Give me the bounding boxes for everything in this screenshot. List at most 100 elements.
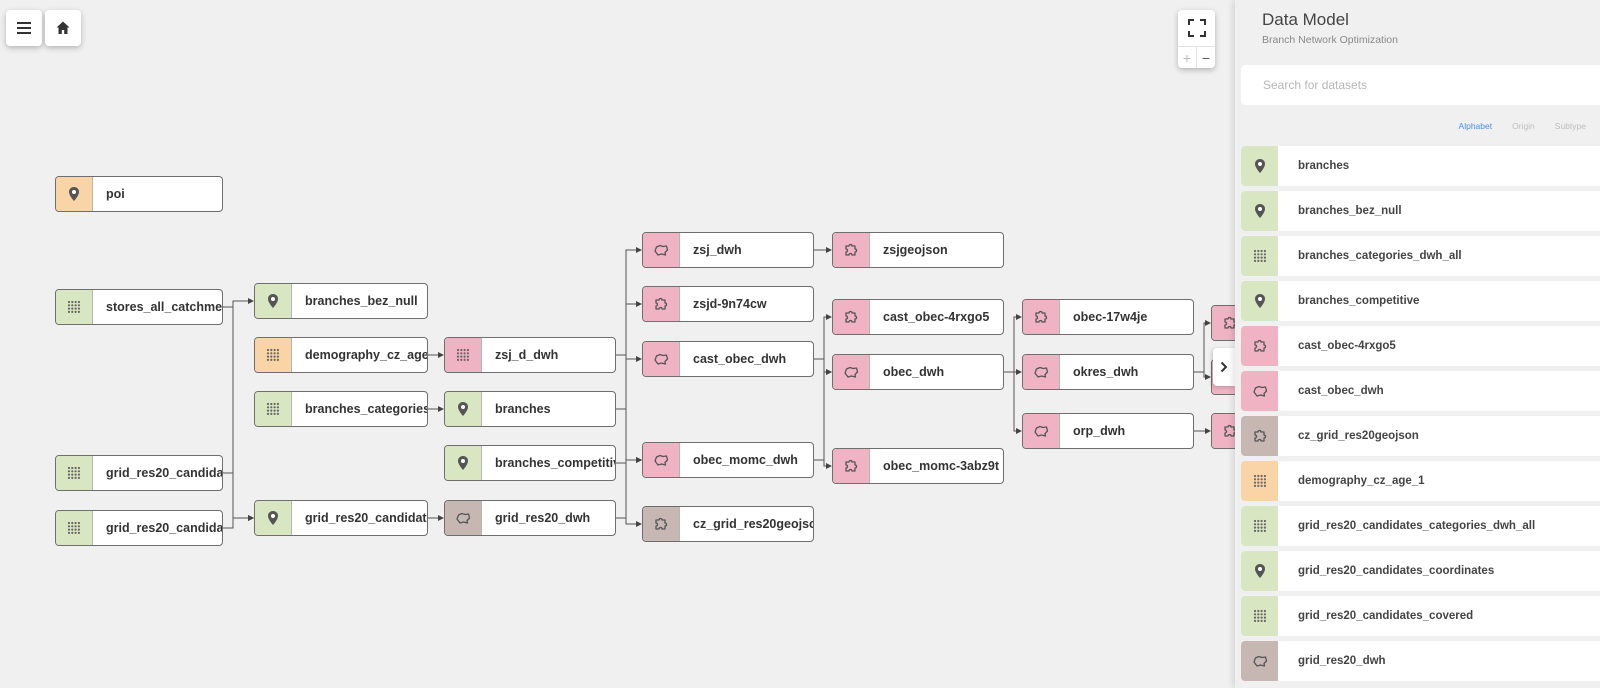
node-zsjd-9n74cw[interactable]: zsjd-9n74cw bbox=[642, 286, 814, 322]
node-label: grid_res20_candidate bbox=[106, 521, 222, 535]
dot-grid-icon bbox=[56, 290, 93, 324]
polygon-icon bbox=[643, 342, 680, 376]
node-grid-res20-candidate[interactable]: grid_res20_candidate bbox=[55, 510, 223, 546]
polygon-icon bbox=[1241, 641, 1278, 681]
zoom-control: + − bbox=[1178, 10, 1215, 68]
dataset-item[interactable]: grid_res20_candidates_coordinates bbox=[1241, 551, 1600, 591]
dot-grid-icon bbox=[445, 338, 482, 372]
dataset-item[interactable]: branches_competitive bbox=[1241, 281, 1600, 321]
node-branches-categories-[interactable]: branches_categories_ bbox=[254, 391, 428, 427]
node-grid-res20-candidate[interactable]: grid_res20_candidate bbox=[254, 500, 428, 536]
polygon-icon bbox=[833, 355, 870, 389]
dataset-search-input[interactable] bbox=[1241, 65, 1600, 105]
node-obec-17w4je[interactable]: obec-17w4je bbox=[1022, 299, 1194, 335]
node-cast-obec-4rxgo5[interactable]: cast_obec-4rxgo5 bbox=[832, 299, 1004, 335]
dataset-item[interactable]: branches_categories_dwh_all bbox=[1241, 236, 1600, 276]
node-grid-res20-dwh[interactable]: grid_res20_dwh bbox=[444, 500, 616, 536]
dot-grid-icon bbox=[1241, 236, 1278, 276]
home-button[interactable] bbox=[45, 10, 81, 46]
sort-alphabet[interactable]: Alphabet bbox=[1458, 121, 1493, 131]
home-icon bbox=[56, 21, 70, 34]
node-label: obec-17w4je bbox=[1073, 310, 1148, 324]
zoom-in-button[interactable]: + bbox=[1178, 47, 1197, 68]
node-label: cast_obec_dwh bbox=[693, 352, 787, 366]
node-label: zsjgeojson bbox=[883, 243, 948, 257]
map-pin-icon bbox=[445, 446, 482, 480]
sort-origin[interactable]: Origin bbox=[1512, 121, 1535, 131]
map-pin-icon bbox=[1241, 191, 1278, 231]
node-obec-dwh[interactable]: obec_dwh bbox=[832, 354, 1004, 390]
edge bbox=[814, 314, 832, 360]
node-label: zsj_dwh bbox=[693, 243, 742, 257]
node-label: obec_momc-3abz9t bbox=[883, 459, 1000, 473]
node-branches[interactable]: branches bbox=[444, 391, 616, 427]
puzzle-icon bbox=[1023, 300, 1060, 334]
dataset-label: cast_obec_dwh bbox=[1298, 385, 1384, 397]
edge bbox=[223, 306, 254, 521]
node-branches-bez-null[interactable]: branches_bez_null bbox=[254, 283, 428, 319]
dataset-item[interactable]: grid_res20_candidates_covered bbox=[1241, 596, 1600, 636]
dataset-label: cz_grid_res20geojson bbox=[1298, 430, 1419, 442]
chevron-right-icon bbox=[1220, 361, 1228, 373]
zoom-out-button[interactable]: − bbox=[1201, 50, 1211, 66]
node-label: branches_bez_null bbox=[305, 294, 418, 308]
collapse-panel-button[interactable] bbox=[1213, 348, 1235, 386]
map-pin-icon bbox=[1241, 146, 1278, 186]
polygon-icon bbox=[1241, 371, 1278, 411]
polygon-icon bbox=[643, 233, 680, 267]
graph-canvas[interactable]: poi stores_all_catchment grid_res20_candid… bbox=[0, 0, 1235, 688]
edge bbox=[1004, 371, 1022, 434]
node-clip3[interactable] bbox=[1211, 413, 1235, 449]
node-zsj-dwh[interactable]: zsj_dwh bbox=[642, 232, 814, 268]
node-obec-momc-dwh[interactable]: obec_momc_dwh bbox=[642, 442, 814, 478]
node-cz-grid-res20geojsor[interactable]: cz_grid_res20geojsor bbox=[642, 506, 814, 542]
node-stores-all-catchment[interactable]: stores_all_catchment bbox=[55, 289, 223, 325]
node-label: orp_dwh bbox=[1073, 424, 1126, 438]
node-zsj-d-dwh[interactable]: zsj_d_dwh bbox=[444, 337, 616, 373]
dot-grid-icon bbox=[255, 392, 292, 426]
node-poi[interactable]: poi bbox=[55, 176, 223, 212]
node-demography-cz-age-[interactable]: demography_cz_age_ bbox=[254, 337, 428, 373]
edge bbox=[223, 515, 254, 529]
panel-subtitle: Branch Network Optimization bbox=[1262, 34, 1398, 46]
node-okres-dwh[interactable]: okres_dwh bbox=[1022, 354, 1194, 390]
node-label: grid_res20_candidate bbox=[305, 511, 427, 525]
polygon-icon bbox=[1023, 355, 1060, 389]
dataset-item[interactable]: cast_obec_dwh bbox=[1241, 371, 1600, 411]
node-label: poi bbox=[106, 187, 125, 201]
menu-button[interactable] bbox=[6, 10, 42, 46]
node-orp-dwh[interactable]: orp_dwh bbox=[1022, 413, 1194, 449]
dataset-item[interactable]: cz_grid_res20geojson bbox=[1241, 416, 1600, 456]
edge bbox=[616, 354, 642, 362]
node-label: stores_all_catchment bbox=[106, 300, 222, 314]
node-branches-competitive[interactable]: branches_competitive bbox=[444, 445, 616, 481]
edge bbox=[616, 408, 642, 463]
puzzle-icon bbox=[833, 449, 870, 483]
dataset-item[interactable]: branches_bez_null bbox=[1241, 191, 1600, 231]
dataset-item[interactable]: grid_res20_candidates_categories_dwh_all bbox=[1241, 506, 1600, 546]
dataset-item[interactable]: demography_cz_age_1 bbox=[1241, 461, 1600, 501]
dataset-label: cast_obec-4rxgo5 bbox=[1298, 340, 1396, 352]
sort-subtype[interactable]: Subtype bbox=[1554, 121, 1586, 131]
dataset-item[interactable]: cast_obec-4rxgo5 bbox=[1241, 326, 1600, 366]
edge bbox=[616, 247, 642, 356]
edge bbox=[223, 472, 254, 521]
dataset-label: grid_res20_candidates_covered bbox=[1298, 610, 1474, 622]
fullscreen-button[interactable] bbox=[1178, 10, 1215, 47]
node-label: obec_momc_dwh bbox=[693, 453, 798, 467]
puzzle-icon bbox=[643, 287, 680, 321]
dot-grid-icon bbox=[56, 511, 93, 545]
puzzle-icon bbox=[1212, 306, 1235, 340]
node-cast-obec-dwh[interactable]: cast_obec_dwh bbox=[642, 341, 814, 377]
node-label: zsjd-9n74cw bbox=[693, 297, 767, 311]
dataset-item[interactable]: branches bbox=[1241, 146, 1600, 186]
dataset-item[interactable]: grid_res20_dwh bbox=[1241, 641, 1600, 681]
node-grid-res20-candidate[interactable]: grid_res20_candidate bbox=[55, 455, 223, 491]
node-obec-momc-3abz9t[interactable]: obec_momc-3abz9t bbox=[832, 448, 1004, 484]
edge bbox=[1194, 371, 1211, 380]
panel-title: Data Model bbox=[1262, 10, 1349, 29]
node-zsjgeojson[interactable]: zsjgeojson bbox=[832, 232, 1004, 268]
dot-grid-icon bbox=[1241, 461, 1278, 501]
node-clip1[interactable] bbox=[1211, 305, 1235, 341]
edge bbox=[1194, 320, 1211, 373]
